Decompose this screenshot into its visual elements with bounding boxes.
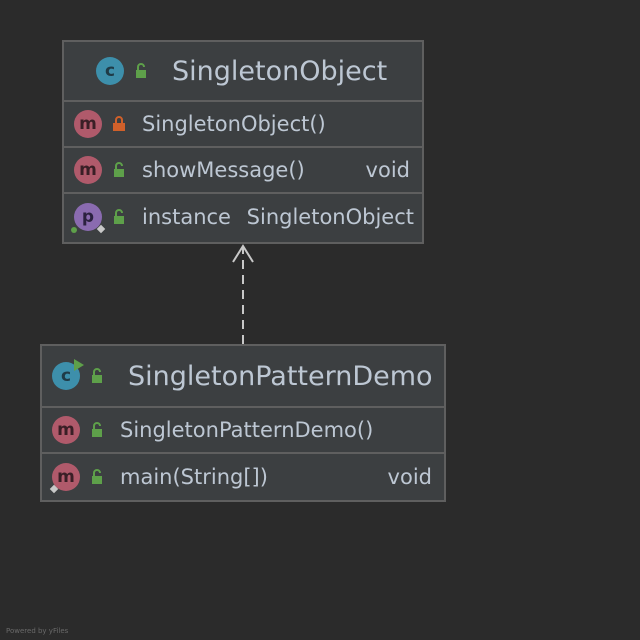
member-row-show-message[interactable]: m showMessage() void (64, 148, 422, 194)
class-name: SingletonObject (172, 55, 388, 87)
member-name: showMessage() (142, 158, 305, 182)
public-lock-icon (92, 368, 102, 383)
public-lock-icon (92, 469, 102, 484)
class-header[interactable]: c SingletonObject (64, 42, 422, 102)
member-type: SingletonObject (246, 205, 414, 229)
method-letter: m (57, 467, 75, 487)
method-icon: m (74, 156, 102, 184)
member-row-constructor[interactable]: m SingletonObject() (64, 102, 422, 148)
member-type: void (387, 465, 432, 489)
member-row-instance[interactable]: p instance SingletonObject (64, 194, 422, 240)
public-lock-icon (114, 162, 124, 177)
member-row-main[interactable]: m main(String[]) void (42, 454, 444, 500)
property-icon: p (71, 203, 106, 234)
class-box-singleton-object[interactable]: c SingletonObject m SingletonObject() m … (62, 40, 424, 244)
public-lock-icon (92, 422, 102, 437)
member-type: void (365, 158, 410, 182)
method-icon: m (74, 110, 102, 138)
class-letter: c (60, 366, 72, 386)
member-name: main(String[]) (120, 465, 268, 489)
class-name: SingletonPatternDemo (128, 360, 433, 392)
public-lock-icon (136, 63, 146, 78)
static-dot-icon (71, 227, 77, 233)
member-name: instance (142, 205, 231, 229)
member-name: SingletonPatternDemo() (120, 418, 374, 442)
property-letter: p (81, 207, 95, 227)
method-icon: m (52, 416, 80, 444)
final-diamond-icon (96, 224, 106, 234)
public-lock-icon (114, 209, 124, 224)
run-marker-icon (74, 359, 84, 371)
member-row-constructor[interactable]: m SingletonPatternDemo() (42, 408, 444, 454)
class-icon: c (96, 57, 124, 85)
static-method-icon: m (49, 463, 80, 494)
powered-by-footer: Powered by yFiles (6, 627, 69, 635)
class-box-singleton-pattern-demo[interactable]: c SingletonPatternDemo m SingletonPatter… (40, 344, 446, 502)
private-lock-icon (113, 116, 125, 131)
dependency-arrowhead (232, 244, 254, 263)
class-header[interactable]: c SingletonPatternDemo (42, 346, 444, 408)
runnable-class-icon: c (52, 359, 84, 390)
member-name: SingletonObject() (142, 112, 326, 136)
